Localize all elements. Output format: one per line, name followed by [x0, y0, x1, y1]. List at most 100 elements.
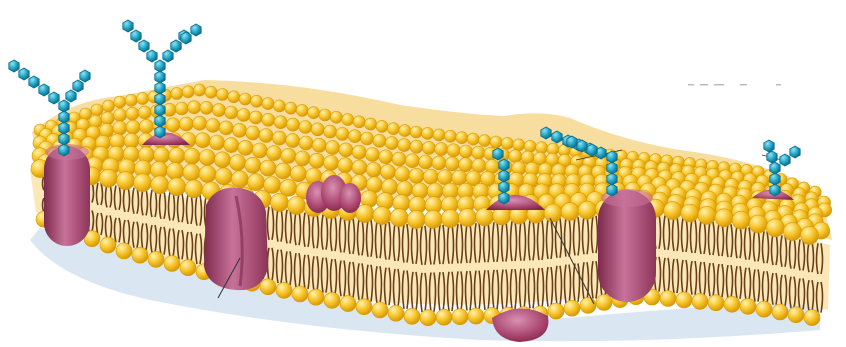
phospholipid-head	[175, 102, 188, 115]
integral-protein-channel	[204, 188, 268, 298]
phospholipid-head	[311, 123, 324, 136]
phospholipid-head	[99, 169, 117, 187]
phospholipid-head	[422, 141, 435, 154]
phospholipid-head	[441, 210, 459, 228]
phospholipid-head	[407, 211, 425, 229]
phospholipid-head	[424, 210, 442, 228]
phospholipid-head	[233, 123, 247, 137]
phospholipid-head	[330, 111, 342, 123]
phospholipid-head	[749, 215, 767, 233]
phospholipid-head	[184, 148, 200, 164]
phospholipid-head	[476, 208, 494, 226]
integral-protein-left	[44, 144, 90, 246]
phospholipid-head	[230, 155, 246, 171]
sugar-bead	[577, 140, 587, 152]
phospholipid-head	[756, 301, 772, 317]
phospholipid-head	[151, 176, 169, 194]
phospholipid-head	[732, 211, 750, 229]
phospholipid-head	[708, 295, 724, 311]
phospholipid-head	[139, 119, 153, 133]
phospholipid-head	[296, 104, 308, 116]
sugar-bead	[19, 68, 29, 80]
phospholipid-head	[199, 166, 216, 183]
phospholipid-head	[352, 145, 366, 159]
phospholipid-head	[664, 202, 682, 220]
phospholipid-head	[724, 296, 740, 312]
phospholipid-head	[185, 180, 203, 198]
sugar-bead	[155, 93, 165, 105]
phospholipid-head	[324, 292, 340, 308]
phospholipid-head	[276, 282, 292, 298]
phospholipid-head	[137, 93, 149, 105]
phospholipid-head	[692, 293, 708, 309]
phospholipid-head	[113, 121, 127, 135]
phospholipid-head	[385, 137, 398, 150]
faint-marks	[688, 84, 781, 86]
phospholipid-head	[342, 114, 354, 126]
phospholipid-head	[524, 140, 536, 152]
phospholipid-head	[352, 160, 367, 175]
phospholipid-head	[188, 101, 201, 114]
sugar-bead	[73, 80, 83, 92]
phospholipid-head	[405, 154, 419, 168]
phospholipid-head	[472, 159, 486, 173]
sugar-bead	[80, 70, 90, 82]
phospholipid-head	[410, 126, 422, 138]
phospholipid-head	[216, 89, 228, 101]
phospholipid-head	[433, 129, 445, 141]
phospholipid-head	[479, 135, 491, 147]
phospholipid-head	[373, 207, 391, 225]
phospholipid-head	[117, 172, 135, 190]
phospholipid-head	[456, 132, 468, 144]
phospholipid-head	[423, 169, 438, 184]
phospholipid-head	[125, 94, 137, 106]
phospholipid-head	[339, 143, 353, 157]
phospholipid-head	[399, 125, 411, 137]
phospholipid-head	[308, 289, 324, 305]
phospholipid-head	[114, 109, 127, 122]
phospholipid-head	[225, 106, 238, 119]
sugar-bead	[790, 146, 800, 158]
sugar-bead	[131, 30, 141, 42]
phospholipid-head	[91, 104, 103, 116]
phospholipid-head	[270, 193, 288, 211]
phospholipid-head	[324, 155, 339, 170]
phospholipid-head	[299, 136, 313, 150]
sugar-bead	[59, 133, 69, 145]
phospholipid-head	[445, 157, 459, 171]
phospholipid-head	[148, 251, 164, 267]
phospholipid-head	[379, 150, 393, 164]
phospholipid-head	[340, 296, 356, 312]
phospholipid-head	[116, 243, 132, 259]
phospholipid-head	[100, 237, 116, 253]
phospholipid-head	[228, 91, 240, 103]
sugar-bead	[59, 100, 69, 112]
phospholipid-head	[169, 148, 185, 164]
integral-protein-right	[598, 189, 656, 302]
phospholipid-head	[126, 120, 140, 134]
phospholipid-head	[398, 139, 411, 152]
phospholipid-head	[338, 158, 353, 173]
sugar-bead	[567, 136, 577, 148]
sugar-bead	[764, 140, 774, 152]
phospholipid-head	[312, 138, 326, 152]
sugar-bead	[770, 184, 780, 196]
phospholipid-head	[788, 307, 804, 323]
phospholipid-head	[372, 302, 388, 318]
sugar-bead	[607, 151, 617, 163]
phospholipid-head	[164, 256, 180, 272]
phospholipid-head	[272, 131, 286, 145]
sugar-bead	[39, 84, 49, 96]
sugar-bead	[59, 122, 69, 134]
phospholipid-head	[438, 170, 453, 185]
sugar-bead	[767, 151, 777, 163]
phospholipid-head	[214, 152, 230, 168]
phospholipid-head	[422, 127, 434, 139]
phospholipid-head	[452, 309, 468, 325]
phospholipid-head	[168, 178, 186, 196]
phospholipid-head	[490, 136, 502, 148]
phospholipid-head	[154, 147, 170, 163]
phospholipid-head	[348, 130, 361, 143]
